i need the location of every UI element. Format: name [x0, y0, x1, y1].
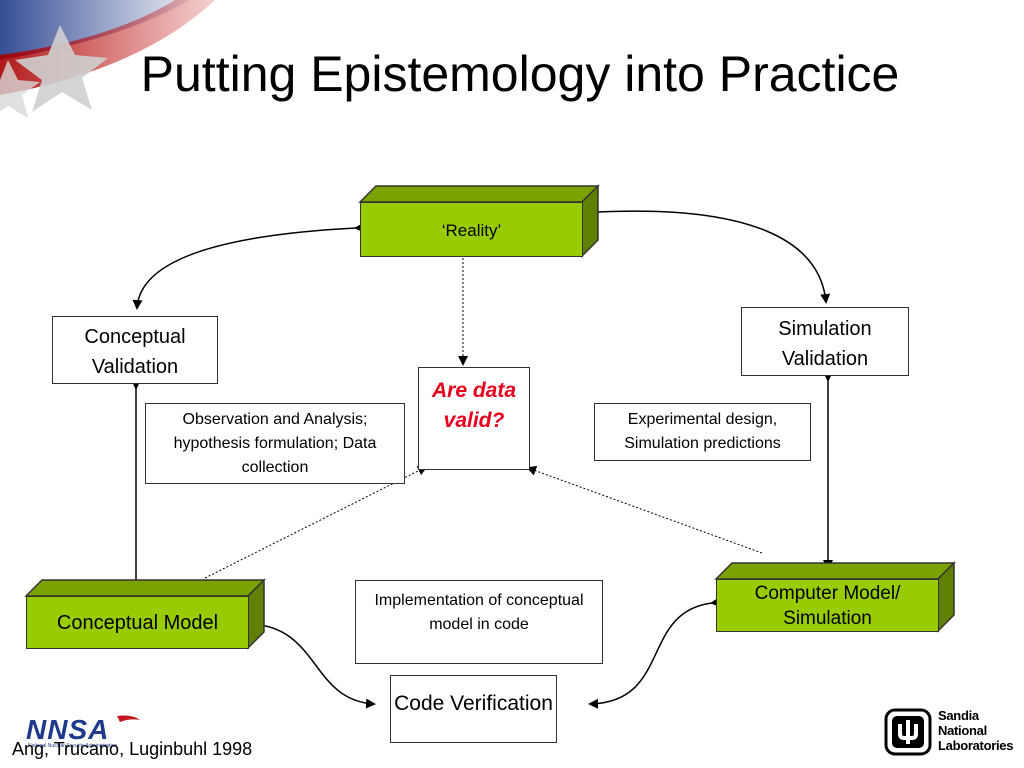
question-box: Are data valid?	[418, 367, 530, 470]
code-verification-label: Code Verification	[394, 692, 553, 715]
dotted-arrow-computer-model-question	[526, 466, 763, 554]
experimental-design-label: Experimental design, Simulation predicti…	[624, 411, 781, 452]
conceptual-model-box: Conceptual Model	[26, 596, 249, 649]
conceptual-validation-label: Conceptual Validation	[84, 326, 186, 378]
conceptual-validation-box: Conceptual Validation	[52, 316, 218, 384]
sandia-logo: Sandia National Laboratories	[884, 708, 1016, 756]
computer-model-label: Computer Model/ Simulation	[754, 583, 901, 629]
computer-model-box: Computer Model/ Simulation	[716, 579, 939, 632]
observation-box: Observation and Analysis; hypothesis for…	[145, 403, 405, 484]
nnsa-logo-subtitle: National Nuclear Security Administration	[28, 743, 117, 749]
simulation-validation-label: Simulation Validation	[778, 318, 872, 370]
slide-title: Putting Epistemology into Practice	[140, 46, 900, 102]
arrow-computer-model-code-verification	[588, 597, 721, 709]
nnsa-logo: NNSA National Nuclear Security Administr…	[26, 714, 140, 749]
arrow-reality-simulation-validation	[589, 207, 831, 304]
implementation-label: Implementation of conceptual model in co…	[374, 592, 584, 633]
observation-label: Observation and Analysis; hypothesis for…	[173, 411, 377, 476]
reality-box: ‘Reality’	[360, 202, 583, 257]
arrow-reality-conceptual-validation	[132, 222, 365, 310]
sandia-logo-text: Sandia National Laboratories	[938, 708, 1014, 753]
implementation-box: Implementation of conceptual model in co…	[355, 580, 603, 664]
code-verification-box: Code Verification	[390, 675, 557, 743]
citation: Ang, Trucano, Luginbuhl 1998	[12, 739, 253, 759]
reality-label: ‘Reality’	[441, 221, 502, 240]
dotted-arrow-conceptual-model-question	[204, 466, 428, 579]
question-label: Are data valid?	[431, 379, 517, 432]
star-swoosh-decoration	[0, 0, 215, 118]
nnsa-logo-text: NNSA	[26, 714, 109, 745]
conceptual-model-label: Conceptual Model	[56, 612, 219, 634]
simulation-validation-box: Simulation Validation	[741, 307, 909, 376]
sandia-thunderbird-icon	[884, 708, 932, 756]
experimental-design-box: Experimental design, Simulation predicti…	[594, 403, 811, 461]
arrow-conceptual-model-code-verification	[239, 618, 376, 709]
